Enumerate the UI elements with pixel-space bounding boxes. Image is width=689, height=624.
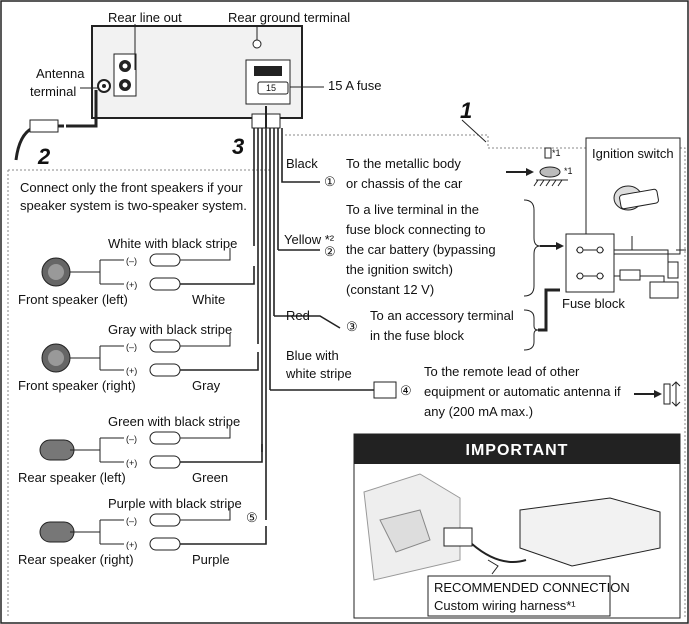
note-line-1: Connect only the front speakers if your <box>20 180 243 195</box>
speaker-icon <box>39 439 75 461</box>
blue-dest-3: any (200 mA max.) <box>424 404 533 419</box>
connector-plus <box>149 277 181 291</box>
polarity-plus: (+) <box>126 540 137 550</box>
black-mark-2: *1 <box>564 166 573 176</box>
red-wire-label: Red <box>286 308 310 323</box>
connector-plus <box>149 455 181 469</box>
connector-plus <box>149 363 181 377</box>
yellow-dest-2: fuse block connecting to <box>346 222 485 237</box>
blue-dest-2: equipment or automatic antenna if <box>424 384 621 399</box>
speaker-color-label: Green <box>192 470 228 485</box>
yellow-dest-1: To a live terminal in the <box>346 202 479 217</box>
head-unit <box>91 25 303 119</box>
callout-3: 3 <box>232 134 244 159</box>
rear-line-out-label: Rear line out <box>108 10 182 25</box>
remote-lead-icon <box>663 381 681 407</box>
connector-minus <box>149 253 181 267</box>
blue-wire-connector <box>373 381 397 399</box>
polarity-minus: (–) <box>126 342 137 352</box>
yellow-dest-5: (constant 12 V) <box>346 282 434 297</box>
blue-wire-label-2: white stripe <box>285 366 352 381</box>
red-dest-1: To an accessory terminal <box>370 308 514 323</box>
fuse-label: 15 A fuse <box>328 78 382 93</box>
wire-area-border <box>285 134 686 618</box>
black-mark-1: *1 <box>552 148 561 158</box>
speaker-color-label: Purple <box>192 552 230 567</box>
recommended-connection-label: RECOMMENDED CONNECTION <box>434 580 630 595</box>
yellow-dest-3: the car battery (bypassing <box>346 242 496 257</box>
callout-1: 1 <box>460 98 472 123</box>
rear-ground-terminal-label: Rear ground terminal <box>228 10 350 25</box>
polarity-plus: (+) <box>126 280 137 290</box>
fuse-block-icon <box>565 233 686 299</box>
speaker-name-label: Front speaker (left) <box>18 292 128 307</box>
antenna-label-1: Antenna <box>36 66 85 81</box>
red-wire-number: ③ <box>346 319 358 334</box>
note-line-2: speaker system is two-speaker system. <box>20 198 247 213</box>
speaker-stripe-label: Gray with black stripe <box>108 322 232 337</box>
yellow-wire-label: Yellow *² <box>284 232 335 247</box>
ignition-switch-label: Ignition switch <box>592 146 674 161</box>
yellow-wire-number: ② <box>324 244 336 259</box>
speaker-harness-number: ⑤ <box>246 510 258 525</box>
callout-2: 2 <box>37 144 51 169</box>
polarity-minus: (–) <box>126 256 137 266</box>
fuse-icon <box>257 81 289 95</box>
important-header <box>354 434 680 464</box>
polarity-plus: (+) <box>126 366 137 376</box>
blue-dest-1: To the remote lead of other <box>424 364 580 379</box>
yellow-dest-4: the ignition switch) <box>346 262 453 277</box>
speaker-color-label: Gray <box>192 378 221 393</box>
recommended-connection-illustration <box>363 473 661 581</box>
speaker-group: (–)(+)White with black stripeWhiteFront … <box>18 236 267 567</box>
black-dest-1: To the metallic body <box>346 156 461 171</box>
speaker-name-label: Front speaker (right) <box>18 378 136 393</box>
antenna-label-2: terminal <box>30 84 76 99</box>
wire-bundle <box>253 128 283 520</box>
speaker-name-label: Rear speaker (left) <box>18 470 126 485</box>
polarity-minus: (–) <box>126 516 137 526</box>
connector-minus <box>149 339 181 353</box>
black-wire-number: ① <box>324 174 336 189</box>
important-title: IMPORTANT <box>466 442 569 459</box>
antenna-plug <box>29 119 59 133</box>
ground-screw-icon <box>252 39 262 49</box>
key-icon <box>613 185 659 211</box>
recommended-connection-box <box>427 575 611 617</box>
speaker-color-label: White <box>192 292 225 307</box>
black-wire-label: Black <box>286 156 318 171</box>
speaker-stripe-label: Green with black stripe <box>108 414 240 429</box>
connector-minus <box>149 513 181 527</box>
ground-lug-icon <box>533 147 568 187</box>
connector-minus <box>149 431 181 445</box>
fuse-value: 15 <box>266 83 276 93</box>
blue-wire-label-1: Blue with <box>286 348 339 363</box>
battery-icon <box>649 281 679 299</box>
black-dest-2: or chassis of the car <box>346 176 463 191</box>
fuse-block-label: Fuse block <box>562 296 625 311</box>
red-dest-2: in the fuse block <box>370 328 464 343</box>
connector-plus <box>149 537 181 551</box>
speaker-name-label: Rear speaker (right) <box>18 552 134 567</box>
speaker-stripe-label: White with black stripe <box>108 236 237 251</box>
custom-harness-label: Custom wiring harness*¹ <box>434 598 576 613</box>
speaker-stripe-label: Purple with black stripe <box>108 496 242 511</box>
blue-wire-number: ④ <box>400 383 412 398</box>
speaker-icon <box>39 521 75 543</box>
polarity-plus: (+) <box>126 458 137 468</box>
polarity-minus: (–) <box>126 434 137 444</box>
